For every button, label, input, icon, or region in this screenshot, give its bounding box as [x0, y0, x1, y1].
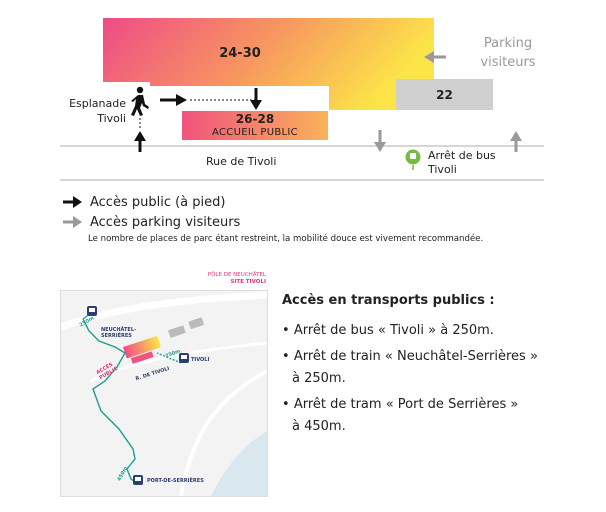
list-item: • Arrêt de tram « Port de Serrières » à …: [282, 394, 582, 438]
tram-icon: [133, 475, 143, 485]
legend-parking: Accès parking visiteurs: [62, 212, 483, 232]
legend-parking-text: Accès parking visiteurs: [90, 214, 241, 230]
esplanade-line1: Esplanade: [69, 97, 126, 110]
map-label-neuchatel: NEUCHÂTEL-SERRIÈRES: [101, 327, 137, 339]
public-access-arrow-right: [160, 94, 187, 106]
map-header-line2: SITE TIVOLI: [230, 279, 266, 285]
bus-stop-line1: Arrêt de bus: [428, 149, 496, 162]
map-graphics: [61, 291, 267, 496]
building-26-28: [182, 111, 328, 140]
parking-arrow-down: [374, 130, 386, 152]
transport-item-3: Arrêt de tram « Port de Serrières »: [293, 397, 519, 412]
parking-arrow-left: [424, 51, 446, 63]
legend-public: Accès public (à pied): [62, 192, 483, 212]
transport-item-1: • Arrêt de bus « Tivoli » à 250m.: [282, 323, 494, 338]
transport-title: Accès en transports publics :: [282, 293, 495, 308]
parking-label-line2: visiteurs: [480, 55, 536, 70]
map-header: PÔLE DE NEUCHÂTEL SITE TIVOLI: [150, 272, 266, 286]
reception-number: 26-28: [235, 112, 275, 126]
map-header-line1: PÔLE DE NEUCHÂTEL: [207, 272, 266, 278]
reception-label: 26-28 ACCUEIL PUBLIC: [182, 111, 328, 140]
esplanade-line2: Tivoli: [97, 112, 126, 125]
building-main-label: 24-30: [219, 45, 261, 61]
transport-item-3-cont: à 450m.: [292, 419, 346, 434]
building-24-30: [103, 18, 434, 110]
transport-info: Accès en transports publics : • Arrêt de…: [282, 293, 582, 438]
diagram-graphics: [60, 18, 544, 181]
pedestrian-icon: [131, 86, 149, 116]
map-label-port: PORT-DE-SERRIÈRES: [147, 478, 204, 484]
street-label: Rue de Tivoli: [206, 155, 277, 168]
bus-stop-line2: Tivoli: [428, 163, 457, 176]
legend-note: Le nombre de places de parc étant restre…: [88, 234, 484, 244]
parking-arrow-up: [510, 131, 522, 152]
bus-icon: [179, 353, 189, 363]
parking-label-line1: Parking: [483, 36, 533, 51]
reception-text: ACCUEIL PUBLIC: [212, 127, 298, 138]
map-building: [123, 335, 161, 359]
map-label-tivoli: TIVOLI: [191, 357, 210, 363]
location-map: NEUCHÂTEL-SERRIÈRES TIVOLI PORT-DE-SERRI…: [60, 290, 268, 497]
parking-visitors-label: Parking visiteurs: [470, 34, 546, 72]
transport-item-2: Arrêt de train « Neuchâtel-Serrières »: [293, 349, 538, 364]
transport-item-2-cont: à 250m.: [292, 371, 346, 386]
train-icon: [87, 306, 97, 316]
gray-arrow-icon: [63, 216, 82, 228]
parking-building-label: 22: [436, 87, 453, 102]
transport-list: • Arrêt de bus « Tivoli » à 250m. • Arrê…: [282, 320, 582, 438]
legend: Accès public (à pied) Accès parking visi…: [62, 192, 483, 244]
public-access-arrow-down: [250, 88, 262, 110]
list-item: • Arrêt de train « Neuchâtel-Serrières »…: [282, 346, 582, 390]
building-22: [396, 79, 493, 110]
esplanade-label: Esplanade Tivoli: [56, 96, 126, 126]
list-item: • Arrêt de bus « Tivoli » à 250m.: [282, 320, 582, 342]
bus-stop-icon: [405, 149, 421, 170]
legend-public-text: Accès public (à pied): [90, 194, 226, 210]
public-access-arrow-up: [134, 131, 146, 152]
black-arrow-icon: [63, 196, 82, 208]
bus-stop-label: Arrêt de bus Tivoli: [428, 149, 496, 177]
